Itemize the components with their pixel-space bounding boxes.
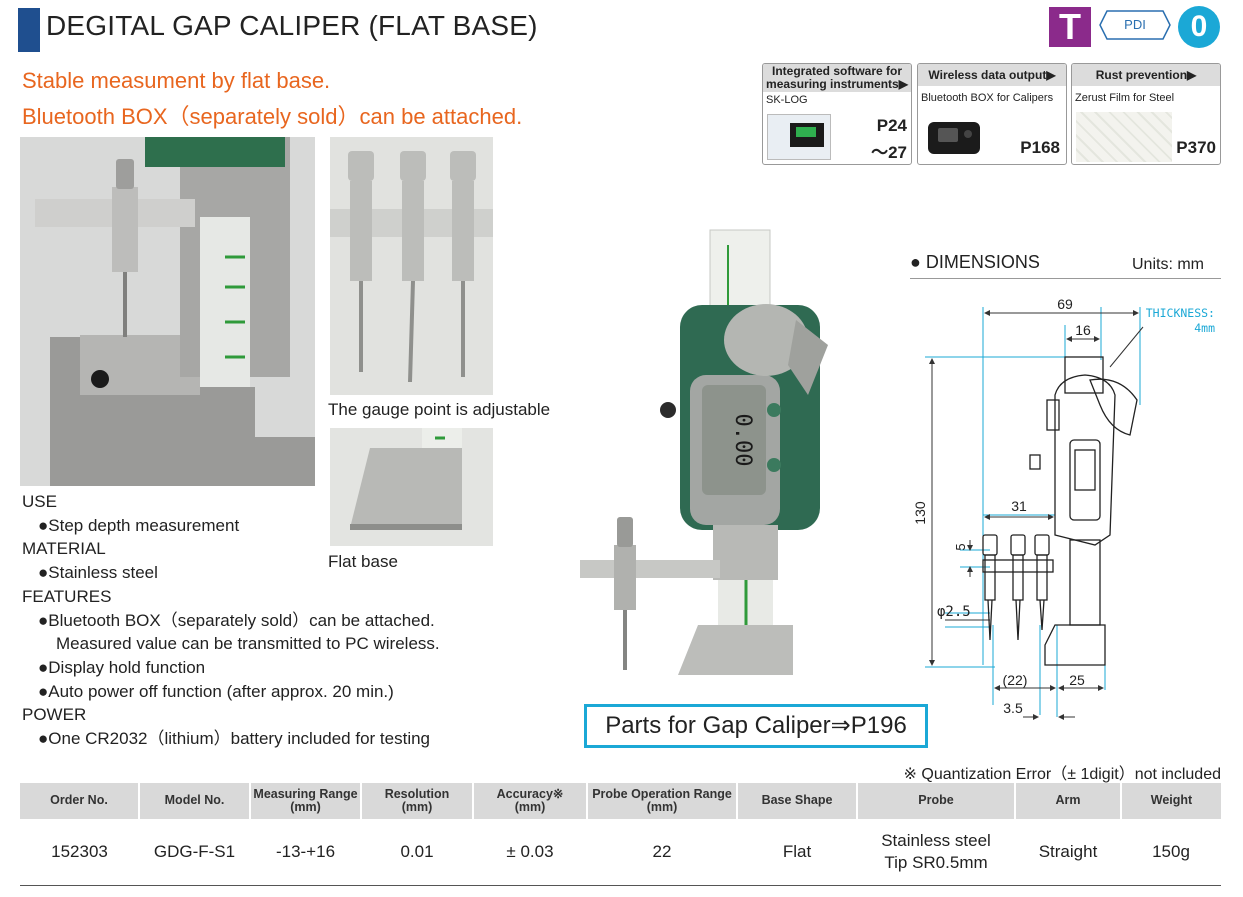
info-box-rust-page: P370 <box>1176 138 1216 157</box>
dim-16: 16 <box>1075 322 1091 338</box>
header-model-no: Model No. <box>138 783 250 819</box>
dim-5: 5 <box>953 543 968 550</box>
feature-item: ●Display hold function <box>38 657 206 677</box>
cell-measuring-range: -13-+16 <box>250 818 361 886</box>
zero-badge: 0 <box>1178 6 1220 48</box>
power-item: ●One CR2032（lithium）battery included for… <box>38 729 431 749</box>
info-box-software-page-2: ～27 <box>871 143 907 162</box>
info-box-wireless-sub: Bluetooth BOX for Calipers <box>921 92 1054 104</box>
header-base-shape: Base Shape <box>736 783 857 819</box>
cell-weight: 150g <box>1121 818 1221 886</box>
cell-probe-operation-range: 22 <box>587 818 737 886</box>
cell-arm: Straight <box>1015 818 1121 886</box>
spec-list: USE ●Step depth measurement MATERIAL ●St… <box>22 490 440 751</box>
cell-order-no: 152303 <box>20 818 139 886</box>
material-item: ●Stainless steel <box>38 563 158 583</box>
dim-22: (22) <box>1003 672 1028 688</box>
subtitle-line-1: Stable measument by flat base. <box>22 68 331 93</box>
subtitle-line-2: Bluetooth BOX（separately sold）can be att… <box>22 104 523 129</box>
pdi-badge: PDI <box>1099 10 1171 40</box>
info-box-software[interactable]: Integrated software for measuring instru… <box>762 63 912 165</box>
t-badge: T <box>1049 7 1091 47</box>
info-box-rust-head: Rust prevention▶ <box>1072 64 1220 86</box>
spec-table: Order No. Model No. Measuring Range (mm)… <box>20 783 1221 886</box>
dimensions-title: ● DIMENSIONS <box>910 252 1040 272</box>
header-weight: Weight <box>1120 783 1221 819</box>
info-box-rust[interactable]: Rust prevention▶ Zerust Film for Steel P… <box>1071 63 1221 165</box>
cell-model-no: GDG-F-S1 <box>139 818 250 886</box>
info-box-wireless[interactable]: Wireless data output▶ Bluetooth BOX for … <box>917 63 1067 165</box>
power-label: POWER <box>22 705 87 725</box>
dimensions-divider <box>910 278 1221 279</box>
info-box-software-head-1: Integrated software for <box>771 64 903 78</box>
table-header-row: Order No. Model No. Measuring Range (mm)… <box>20 783 1221 819</box>
dim-25: 25 <box>1069 672 1085 688</box>
feature-item: ●Bluetooth BOX（separately sold）can be at… <box>38 610 435 630</box>
info-box-rust-sub: Zerust Film for Steel <box>1075 92 1175 104</box>
info-box-wireless-page: P168 <box>1020 138 1060 157</box>
cell-probe: Stainless steel Tip SR0.5mm <box>857 818 1015 886</box>
dim-phi: φ2.5 <box>937 604 971 620</box>
flat-base-photo <box>330 428 493 546</box>
cell-base-shape: Flat <box>737 818 857 886</box>
header-order-no: Order No. <box>20 783 139 819</box>
caliper-product-photo: 0.00 <box>578 225 828 680</box>
cell-accuracy: ± 0.03 <box>473 818 587 886</box>
header-resolution: Resolution (mm) <box>360 783 473 819</box>
title-accent-bar <box>18 8 40 52</box>
table-row: 152303 GDG-F-S1 -13-+16 0.01 ± 0.03 22 F… <box>20 818 1221 886</box>
flat-base-caption: Flat base <box>328 552 398 571</box>
page-title: DEGITAL GAP CALIPER (FLAT BASE) <box>46 10 538 41</box>
cell-resolution: 0.01 <box>361 818 473 886</box>
header-accuracy: Accuracy※ (mm) <box>472 783 587 819</box>
header-measuring-range: Measuring Range (mm) <box>249 783 361 819</box>
feature-item-continued: Measured value can be transmitted to PC … <box>56 634 440 654</box>
dimension-drawing: 69 16 THICKNESS: 4mm 130 31 5 φ2.5 (22) … <box>905 285 1225 725</box>
info-box-software-sub: SK-LOG <box>766 94 808 106</box>
sk-log-screenshot <box>767 114 831 160</box>
parts-link-button[interactable]: Parts for Gap Caliper⇒P196 <box>584 704 928 748</box>
dim-69: 69 <box>1057 296 1073 312</box>
dim-3-5: 3.5 <box>1003 700 1023 716</box>
usage-photo <box>20 137 315 486</box>
bluetooth-box-image <box>924 112 984 160</box>
header-probe-operation-range: Probe Operation Range (mm) <box>586 783 737 819</box>
info-box-software-page-1: P24 <box>876 116 907 135</box>
dim-130: 130 <box>912 501 928 525</box>
dimensions-units: Units: mm <box>1132 256 1204 273</box>
dim-31: 31 <box>1011 498 1027 514</box>
display-readout: 0.00 <box>730 414 755 467</box>
use-label: USE <box>22 492 57 511</box>
dim-thickness-1: THICKNESS: <box>1146 306 1215 320</box>
quantization-note: ※ Quantization Error（± 1digit）not includ… <box>903 766 1221 783</box>
material-label: MATERIAL <box>22 539 106 559</box>
info-box-software-head-2: measuring instruments▶ <box>766 77 908 91</box>
info-box-wireless-head: Wireless data output▶ <box>918 64 1066 86</box>
dim-thickness-2: 4mm <box>1194 321 1215 335</box>
header-probe: Probe <box>856 783 1015 819</box>
header-arm: Arm <box>1014 783 1121 819</box>
features-label: FEATURES <box>22 586 112 606</box>
use-item: ●Step depth measurement <box>38 515 240 535</box>
zerust-film-image <box>1076 112 1172 162</box>
gauge-points-photo <box>330 137 493 395</box>
gauge-point-caption: The gauge point is adjustable <box>328 400 551 419</box>
feature-item: ●Auto power off function (after approx. … <box>38 681 394 701</box>
